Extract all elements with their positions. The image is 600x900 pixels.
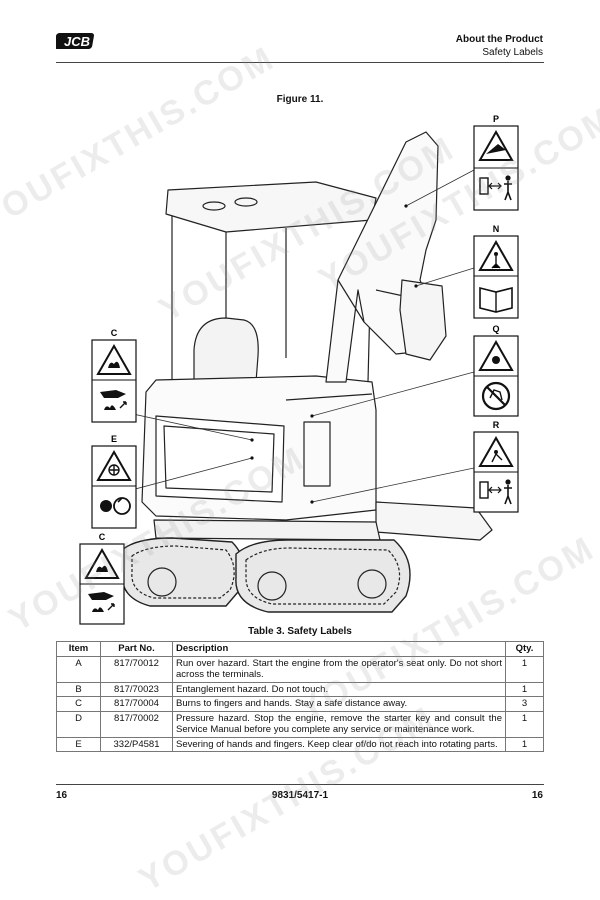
burn-hand-icon: [88, 592, 115, 612]
cell-item: D: [56, 710, 101, 738]
callout-label-q: Q: [473, 324, 519, 417]
svg-text:C: C: [111, 328, 118, 338]
table-row: A 817/70012 Run over hazard. Start the e…: [56, 655, 544, 683]
section-title: About the Product: [455, 34, 543, 45]
page-number-right: 16: [531, 790, 543, 801]
callout-label-e: E: [91, 434, 137, 529]
page-number-left: 16: [56, 790, 68, 801]
stop-engine-icon: [100, 497, 131, 515]
footer-rule: [56, 784, 544, 785]
crush-warning-icon: [478, 435, 514, 467]
cell-qty: 1: [505, 681, 544, 697]
column-header-item: Item: [56, 641, 101, 657]
svg-text:P: P: [493, 114, 499, 124]
svg-text:E: E: [111, 434, 117, 444]
cell-description: Severing of hands and fingers. Keep clea…: [172, 736, 506, 752]
callout-label-n: N: [473, 224, 519, 319]
cell-item: E: [56, 736, 101, 752]
cell-description: Burns to fingers and hands. Stay a safe …: [172, 696, 506, 712]
cell-qty: 1: [505, 736, 544, 752]
page-header: About the Product Safety Labels: [456, 33, 543, 59]
table-caption: Table 3. Safety Labels: [248, 626, 352, 637]
cell-qty: 1: [505, 655, 544, 683]
svg-text:N: N: [493, 224, 500, 234]
column-header-part-no: Part No.: [100, 641, 173, 657]
table-header-row: Item Part No. Description Qty.: [56, 641, 544, 657]
excavator-safety-labels-figure: P N Q: [79, 114, 519, 625]
cell-item: B: [56, 681, 101, 697]
hand-crush-warning-icon: [478, 129, 514, 161]
cell-part-no: 332/P4581: [100, 736, 173, 752]
svg-text:Q: Q: [492, 324, 499, 334]
jcb-logo: JCB: [56, 33, 94, 49]
svg-text:R: R: [493, 420, 500, 430]
cell-description: Pressure hazard. Stop the engine, remove…: [172, 710, 506, 738]
callout-label-r: R: [473, 420, 519, 513]
cell-qty: 1: [505, 710, 544, 738]
table-row: D 817/70002 Pressure hazard. Stop the en…: [56, 710, 544, 738]
header-rule: [56, 62, 544, 63]
pressure-warning-icon: [478, 339, 514, 371]
cell-qty: 3: [505, 696, 544, 712]
hot-surface-icon: [84, 547, 120, 579]
table-row: C 817/70004 Burns to fingers and hands. …: [56, 696, 544, 712]
cell-part-no: 817/70002: [100, 710, 173, 738]
cell-part-no: 817/70023: [100, 681, 173, 697]
callout-label-c-upper: C: [91, 328, 137, 423]
table-row: E 332/P4581 Severing of hands and finger…: [56, 736, 544, 752]
no-hands-icon: [481, 381, 511, 411]
keep-distance-icon: [479, 175, 512, 201]
table-row: B 817/70023 Entanglement hazard. Do not …: [56, 681, 544, 697]
cell-part-no: 817/70012: [100, 655, 173, 683]
cell-item: A: [56, 655, 101, 683]
safety-labels-table: Item Part No. Description Qty. A 817/700…: [56, 641, 544, 752]
section-subtitle: Safety Labels: [482, 47, 543, 58]
callout-label-p: P: [473, 114, 519, 211]
fan-entanglement-icon: [96, 449, 132, 481]
cell-description: Entanglement hazard. Do not touch.: [172, 681, 506, 697]
burn-hand-icon: [100, 390, 127, 410]
document-number: 9831/5417-1: [271, 790, 329, 801]
person-warning-icon: [478, 239, 514, 271]
keep-distance-icon: [479, 479, 512, 505]
figure-caption: Figure 11.: [276, 94, 324, 105]
column-header-description: Description: [172, 641, 506, 657]
svg-text:C: C: [99, 532, 106, 542]
manual-book-icon: [479, 286, 513, 313]
callout-label-c-lower: C: [79, 532, 125, 625]
cell-description: Run over hazard. Start the engine from t…: [172, 655, 506, 683]
column-header-qty: Qty.: [505, 641, 544, 657]
cell-part-no: 817/70004: [100, 696, 173, 712]
svg-text:JCB: JCB: [64, 34, 90, 49]
hot-surface-icon: [96, 343, 132, 375]
cell-item: C: [56, 696, 101, 712]
